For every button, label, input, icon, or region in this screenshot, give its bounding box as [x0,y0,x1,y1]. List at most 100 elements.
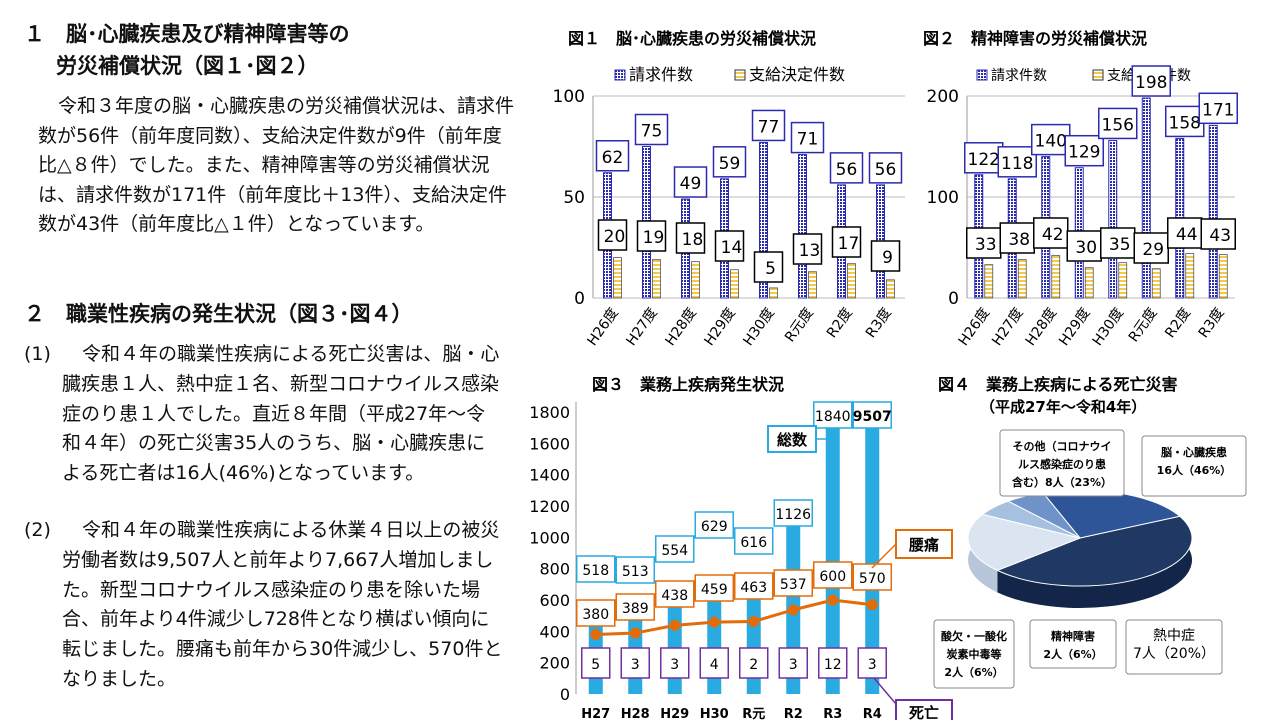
line-back-pain [595,598,873,636]
data-label-box-claims [1198,92,1238,125]
data-label-box-decisions [1033,217,1069,249]
data-label-decisions: 13 [799,241,821,261]
pie-label-other: 含む）8人（23%） [1011,475,1112,489]
data-label-decisions: 35 [1109,235,1131,255]
figure-1-svg: 図１ 脳･心臓疾患の労災補償状況請求件数支給決定件数0501006220H26度… [553,29,905,349]
x-tick-label: H28度 [1023,305,1060,349]
y-tick-label: 200 [927,87,959,107]
bar-decisions [1151,268,1161,299]
item-text: 令和４年の職業性疾病による休業４日以上の被災労働者数は9,507人と前年より7,… [62,519,503,690]
data-label-box-back-pain [615,593,655,621]
x-tick-label: H27度 [989,305,1026,349]
data-label-decisions: 30 [1075,238,1097,258]
x-tick-label: R3 [823,707,842,720]
x-tick-label: H29度 [1056,305,1093,349]
section1-heading: １ 脳･心臓疾患及び精神障害等の 労災補償状況（図１･図２） [24,18,350,82]
data-label-box-total [615,556,655,584]
data-label-decisions: 43 [1209,226,1231,246]
data-label-back-pain: 380 [582,607,609,623]
data-label-total: 629 [701,519,728,535]
x-tick-label: H27度 [623,305,660,349]
x-tick-label: R元度 [782,305,817,345]
legend-swatch-decisions [734,69,746,81]
data-label-claims: 77 [758,117,780,137]
y-tick-label: 100 [553,87,585,107]
y-tick-label: 50 [563,188,585,208]
bar-decisions [730,269,739,299]
callout-leader-death [873,677,897,705]
point-back-pain [590,628,602,640]
data-label-box-claims [634,113,669,146]
x-tick-label: H28度 [662,305,699,349]
data-label-decisions: 44 [1176,225,1198,245]
data-label-decisions: 42 [1042,225,1064,245]
pie-slice [967,513,1082,571]
data-label-box-claims [997,146,1037,178]
y-tick-label: 1000 [529,528,570,547]
data-label-box-death [739,647,769,679]
data-label-box-death [620,647,650,679]
data-label-decisions: 19 [643,228,665,248]
data-label-claims: 156 [1102,115,1134,135]
pie-label-box-other [999,429,1125,497]
y-tick-label: 600 [539,591,570,610]
data-label-box-back-pain [694,574,734,602]
data-label-box-total [655,535,695,563]
legend-swatch-claims [614,69,626,81]
bar-decisions [1084,267,1094,299]
bar-decisions [769,287,778,299]
point-back-pain [787,604,799,616]
pie-label-box-heatstroke [1125,619,1223,675]
data-label-total: 513 [622,564,649,580]
data-label-decisions: 9 [882,248,893,268]
data-label-box-decisions [675,222,706,254]
x-tick-label: H29 [660,707,689,720]
bar-decisions [1218,254,1228,299]
point-back-pain [708,616,720,628]
pie-label-heatstroke: 熱中症 [1153,628,1195,644]
data-label-total: 9507 [853,409,892,425]
bar-claims [1108,139,1118,299]
pie-label-heart-disease: 脳・心臓疾患 [1161,445,1227,459]
data-label-box-claims [964,142,1004,174]
bar-total [825,412,840,694]
data-label-back-pain: 537 [780,577,807,593]
data-label-box-decisions [1167,217,1203,249]
pie-label-box-oxygen-co [933,619,1015,689]
bar-decisions [652,259,661,299]
pie-label-box-mental-disorder [1029,619,1117,669]
data-label-box-total [576,555,616,583]
pie-label-other: その他（コロナウイ [1013,439,1112,453]
x-tick-label: R元度 [1126,305,1161,345]
data-label-box-decisions [636,220,667,252]
y-tick-label: 0 [574,289,585,309]
y-tick-label: 0 [560,685,570,704]
data-label-box-claims [751,109,786,142]
data-label-back-pain: 570 [859,571,886,587]
y-tick-label: 1200 [529,497,570,516]
data-label-claims: 71 [797,130,819,150]
text-column: １ 脳･心臓疾患及び精神障害等の 労災補償状況（図１･図２） 令和３年度の脳・心… [0,0,520,720]
callout-box-death [895,699,953,720]
data-label-death: 5 [591,657,600,673]
data-label-claims: 171 [1202,100,1234,120]
data-label-box-decisions [714,230,745,262]
data-label-box-total [694,511,734,539]
point-back-pain [629,627,641,639]
data-label-claims: 56 [875,160,897,180]
data-label-decisions: 5 [765,259,776,279]
x-tick-label: R元 [742,707,765,720]
data-label-box-claims [673,166,708,198]
data-label-box-death [857,647,887,679]
bar-decisions [984,264,994,299]
data-label-box-claims [1031,123,1071,156]
data-label-death: 3 [789,657,798,673]
data-label-claims: 198 [1135,73,1167,93]
data-label-death: 3 [631,657,640,673]
y-tick-label: 800 [539,560,570,579]
callout-back-pain: 腰痛 [908,536,939,554]
data-label-box-back-pain [852,563,892,591]
legend-swatch-claims [976,69,988,81]
data-label-decisions: 38 [1008,230,1030,250]
